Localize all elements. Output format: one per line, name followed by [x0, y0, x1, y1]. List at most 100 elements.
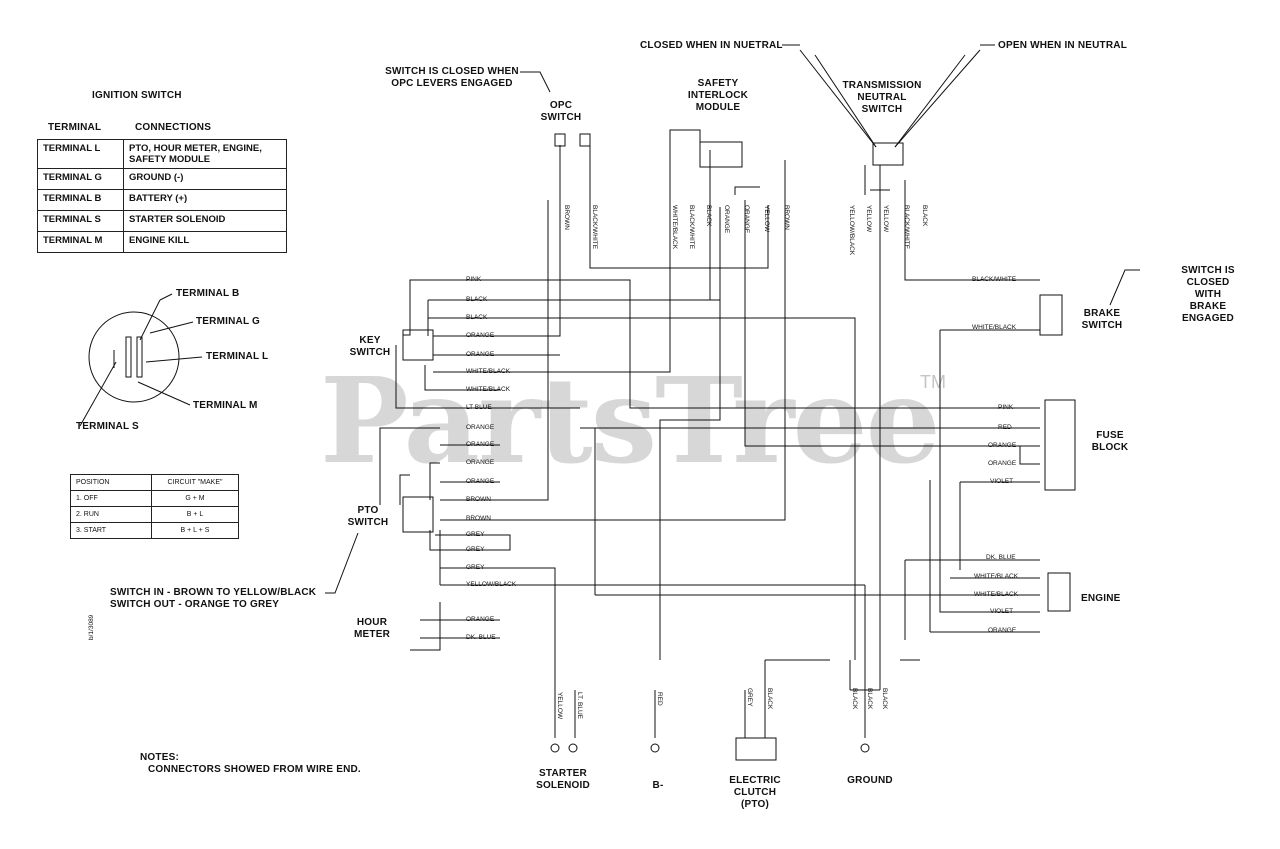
starter-solenoid-label: STARTER SOLENOID	[536, 768, 590, 791]
open-neutral-note: OPEN WHEN IN NEUTRAL	[998, 40, 1127, 51]
wire-label: ORANGE	[988, 460, 1017, 467]
wire-label: RED	[998, 424, 1012, 431]
electric-clutch-label: ELECTRIC CLUTCH (PTO)	[729, 775, 781, 810]
wire-label: BLACK	[881, 688, 888, 710]
wire-label: YELLOW	[882, 205, 889, 233]
wire-label: BROWN	[783, 205, 790, 230]
ignition-col-connections: CONNECTIONS	[135, 122, 212, 133]
wire-label: BROWN	[466, 496, 491, 503]
brake-note: SWITCH IS CLOSED WITH BRAKE ENGAGED	[1181, 265, 1235, 324]
engine-label: ENGINE	[1081, 593, 1121, 604]
wire-label: RED	[656, 692, 663, 706]
connection-cell: ENGINE KILL	[123, 231, 287, 253]
wire-label: LT BLUE	[466, 404, 492, 411]
circuit-cell: G + M	[151, 490, 239, 507]
wire-label: ORANGE	[723, 205, 730, 234]
wire-label: WHITE/BLACK	[466, 368, 511, 375]
pto-switch-label: PTO SWITCH	[347, 505, 389, 528]
connection-cell: PTO, HOUR METER, ENGINE, SAFETY MODULE	[123, 139, 287, 169]
terminal-cell: TERMINAL S	[37, 210, 124, 232]
fuse-block-label: FUSE BLOCK	[1091, 430, 1129, 453]
wire-label: ORANGE	[466, 478, 495, 485]
opc-note: SWITCH IS CLOSED WHEN OPC LEVERS ENGAGED	[385, 66, 519, 89]
position-header: POSITION	[70, 474, 152, 491]
wire-label: ORANGE	[466, 424, 495, 431]
wire-label: ORANGE	[466, 332, 495, 339]
wire-label: WHITE/BLACK	[466, 386, 511, 393]
wire-label: BLACK/WHITE	[903, 205, 910, 250]
brake-switch-label: BRAKE SWITCH	[1081, 308, 1123, 331]
wire-label: ORANGE	[466, 459, 495, 466]
wire-label: GREY	[466, 546, 485, 553]
wire-label: DK. BLUE	[986, 554, 1016, 561]
safety-module-label: SAFETY INTERLOCK MODULE	[687, 78, 749, 113]
connection-cell: STARTER SOLENOID	[123, 210, 287, 232]
wire-label: VIOLET	[990, 608, 1014, 615]
wire-label: PINK	[466, 276, 482, 283]
circuit-cell: B + L + S	[151, 522, 239, 539]
position-cell: 3. START	[70, 522, 152, 539]
wire-label: WHITE/BLACK	[974, 591, 1019, 598]
wire-label: ORANGE	[988, 627, 1017, 634]
callout-terminal-m: TERMINAL M	[193, 400, 258, 411]
wire-label: GREY	[466, 531, 485, 538]
notes-title: NOTES:	[140, 752, 179, 763]
wire-label: PINK	[998, 404, 1014, 411]
wire-label: WHITE/BLACK	[972, 324, 1017, 331]
wire-label: BLACK	[851, 688, 858, 710]
key-switch-label: KEY SWITCH	[349, 335, 391, 358]
wire-label: GREY	[746, 688, 753, 707]
b-minus-label: B-	[652, 780, 664, 791]
connection-cell: BATTERY (+)	[123, 189, 287, 211]
wire-label: YELLOW/BLACK	[848, 205, 855, 256]
terminal-cell: TERMINAL G	[37, 168, 124, 190]
wire-label: BLACK/WHITE	[591, 205, 598, 250]
wire-label: WHITE/BLACK	[671, 205, 678, 250]
wire-label: BLACK	[866, 688, 873, 710]
callout-terminal-g: TERMINAL G	[196, 316, 261, 327]
callout-terminal-s: TERMINAL S	[76, 421, 139, 432]
wire-label: BLACK	[921, 205, 928, 227]
wire-label: ORANGE	[466, 351, 495, 358]
connection-cell: GROUND (-)	[123, 168, 287, 190]
notes-body: CONNECTORS SHOWED FROM WIRE END.	[148, 764, 361, 775]
wire-label: YELLOW	[865, 205, 872, 233]
callout-terminal-l: TERMINAL L	[206, 351, 269, 362]
wire-label: WHITE/BLACK	[974, 573, 1019, 580]
closed-neutral-note: CLOSED WHEN IN NUETRAL	[640, 40, 783, 51]
wire-label: BLACK	[705, 205, 712, 227]
pto-note-out: SWITCH OUT - ORANGE TO GREY	[110, 599, 280, 610]
opc-switch-label: OPC SWITCH	[540, 100, 582, 123]
callout-terminal-b: TERMINAL B	[176, 288, 240, 299]
position-cell: 2. RUN	[70, 506, 152, 523]
wire-label: ORANGE	[466, 441, 495, 448]
wire-label: VIOLET	[990, 478, 1014, 485]
wire-label: BLACK	[766, 688, 773, 710]
terminal-cell: TERMINAL L	[37, 139, 124, 169]
circuit-header: CIRCUIT "MAKE"	[151, 474, 239, 491]
ignition-col-terminal: TERMINAL	[48, 122, 102, 133]
wire-label: ORANGE	[743, 205, 750, 234]
wire-label: BLACK	[466, 314, 488, 321]
wire-label: ORANGE	[466, 616, 495, 623]
terminal-cell: TERMINAL M	[37, 231, 124, 253]
wire-label: BROWN	[563, 205, 570, 230]
wire-label: BLACK	[466, 296, 488, 303]
position-cell: 1. OFF	[70, 490, 152, 507]
trans-switch-label: TRANSMISSION NEUTRAL SWITCH	[842, 80, 922, 115]
wire-label: BLACK/WHITE	[972, 276, 1017, 283]
wire-label: LT. BLUE	[576, 692, 583, 719]
wire-label: YELLOW/BLACK	[466, 581, 517, 588]
wire-label: ORANGE	[988, 442, 1017, 449]
